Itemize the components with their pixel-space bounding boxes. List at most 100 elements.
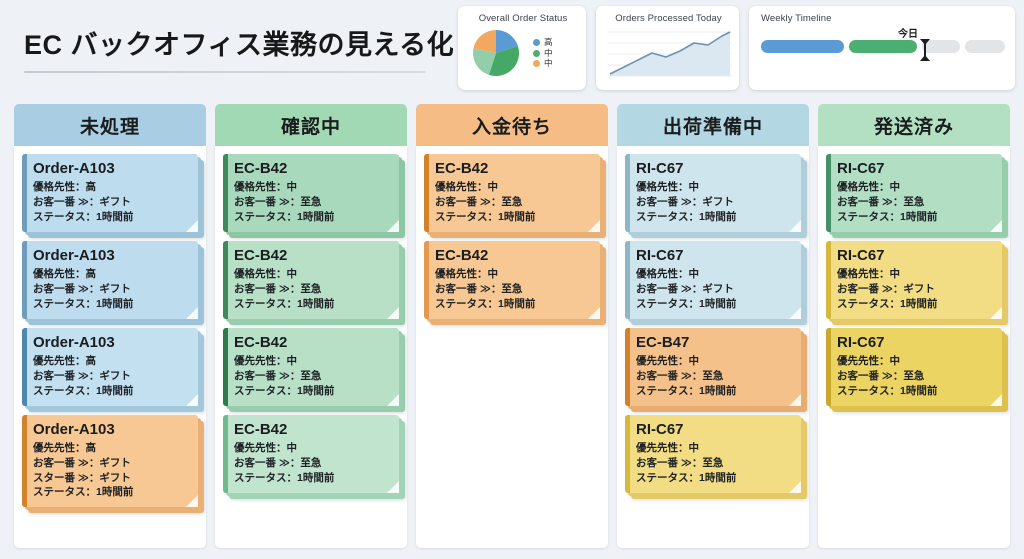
card-detail-line: ステータス：1時間前 bbox=[837, 297, 938, 310]
card-title: EC-B42 bbox=[234, 160, 288, 177]
card-title: Order-A103 bbox=[33, 334, 115, 351]
card-corner-fold-icon bbox=[186, 220, 198, 232]
card-priority-edge bbox=[223, 241, 228, 319]
timeline-segment-future-1[interactable] bbox=[922, 40, 961, 53]
column-header[interactable]: 確認中 bbox=[215, 104, 407, 146]
card-detail-line: お客一番 ≫：ギフト bbox=[837, 282, 935, 295]
card-priority-edge bbox=[223, 328, 228, 406]
widget-order-status[interactable]: Overall Order Status 高 bbox=[458, 6, 586, 90]
card-corner-fold-icon bbox=[789, 394, 801, 406]
column-header[interactable]: 入金待ち bbox=[416, 104, 608, 146]
card-detail-line: お客一番 ≫：至急 bbox=[435, 282, 523, 295]
card-detail-line: 優先先性：中 bbox=[234, 441, 297, 454]
widget-order-status-title: Overall Order Status bbox=[478, 13, 568, 24]
card-priority-edge bbox=[625, 415, 630, 493]
card-corner-fold-icon bbox=[990, 307, 1002, 319]
card-corner-fold-icon bbox=[789, 307, 801, 319]
card-corner-fold-icon bbox=[789, 220, 801, 232]
card-detail-line: お客一番 ≫：至急 bbox=[234, 195, 322, 208]
kanban-card[interactable]: EC-B47 優先先性：中お客一番 ≫：至急ステータス：1時間前 bbox=[625, 328, 801, 406]
card-detail-line: お客一番 ≫：至急 bbox=[636, 369, 724, 382]
widget-strip: Overall Order Status 高 bbox=[458, 6, 1015, 90]
timeline-segment-future-2[interactable] bbox=[965, 40, 1005, 53]
legend-item: 高 bbox=[533, 38, 553, 47]
card-corner-fold-icon bbox=[186, 307, 198, 319]
widget-orders-today-title: Orders Processed Today bbox=[615, 13, 722, 24]
card-priority-edge bbox=[625, 328, 630, 406]
timeline-track[interactable] bbox=[761, 40, 1005, 53]
card-detail-line: お客一番 ≫：至急 bbox=[837, 195, 925, 208]
card-corner-fold-icon bbox=[186, 394, 198, 406]
card-detail-line: スター番 ≫：ギフト bbox=[33, 471, 131, 484]
card-detail-line: 優格先性：中 bbox=[636, 180, 699, 193]
page-title: EC バックオフィス業務の見える化 bbox=[24, 30, 455, 60]
card-detail-line: 優格先性：高 bbox=[33, 180, 96, 193]
column-title: 出荷準備中 bbox=[662, 116, 763, 138]
card-priority-edge bbox=[826, 241, 831, 319]
card-title: EC-B42 bbox=[234, 247, 288, 264]
widget-orders-today[interactable]: Orders Processed Today bbox=[596, 6, 739, 90]
timeline-area: 今日 bbox=[761, 29, 1005, 76]
card-detail-line: 優格先性：中 bbox=[435, 180, 498, 193]
card-title: Order-A103 bbox=[33, 421, 115, 438]
card-title: Order-A103 bbox=[33, 160, 115, 177]
legend-label: 中 bbox=[544, 47, 553, 58]
card-title: Order-A103 bbox=[33, 247, 115, 264]
column-header[interactable]: 発送済み bbox=[818, 104, 1010, 146]
card-detail-line: ステータス：1時間前 bbox=[636, 384, 737, 397]
card-detail-line: ステータス：1時間前 bbox=[234, 210, 335, 223]
card-detail-line: お客一番 ≫：ギフト bbox=[33, 369, 131, 382]
card-detail-line: ステータス：1時間前 bbox=[837, 384, 938, 397]
card-detail-line: 優先先性：中 bbox=[234, 354, 297, 367]
widget-timeline-title: Weekly Timeline bbox=[761, 13, 832, 24]
card-detail-line: 優先先性：中 bbox=[636, 354, 699, 367]
timeline-segment-current[interactable] bbox=[848, 40, 918, 53]
card-priority-edge bbox=[424, 154, 429, 232]
timeline-segment-past[interactable] bbox=[761, 40, 844, 53]
card-detail-line: 優格先性：中 bbox=[234, 267, 297, 280]
card-title: EC-B47 bbox=[636, 334, 690, 351]
card-detail-line: ステータス：1時間前 bbox=[435, 210, 536, 223]
widget-weekly-timeline[interactable]: Weekly Timeline 今日 bbox=[749, 6, 1015, 90]
legend-dot-icon bbox=[533, 60, 540, 67]
card-detail-line: 優格先性：高 bbox=[33, 267, 96, 280]
column-title: 確認中 bbox=[280, 116, 341, 138]
column-title: 未処理 bbox=[79, 116, 140, 138]
card-detail-line: お客一番 ≫：ギフト bbox=[636, 195, 734, 208]
card-detail-line: ステータス：1時間前 bbox=[234, 297, 335, 310]
card-detail-line: 優先先性：高 bbox=[33, 441, 96, 454]
column-header[interactable]: 未処理 bbox=[14, 104, 206, 146]
card-title: RI-C67 bbox=[837, 160, 885, 177]
card-detail-line: 優格先性：中 bbox=[837, 180, 900, 193]
card-priority-edge bbox=[22, 241, 27, 319]
column-header[interactable]: 出荷準備中 bbox=[617, 104, 809, 146]
